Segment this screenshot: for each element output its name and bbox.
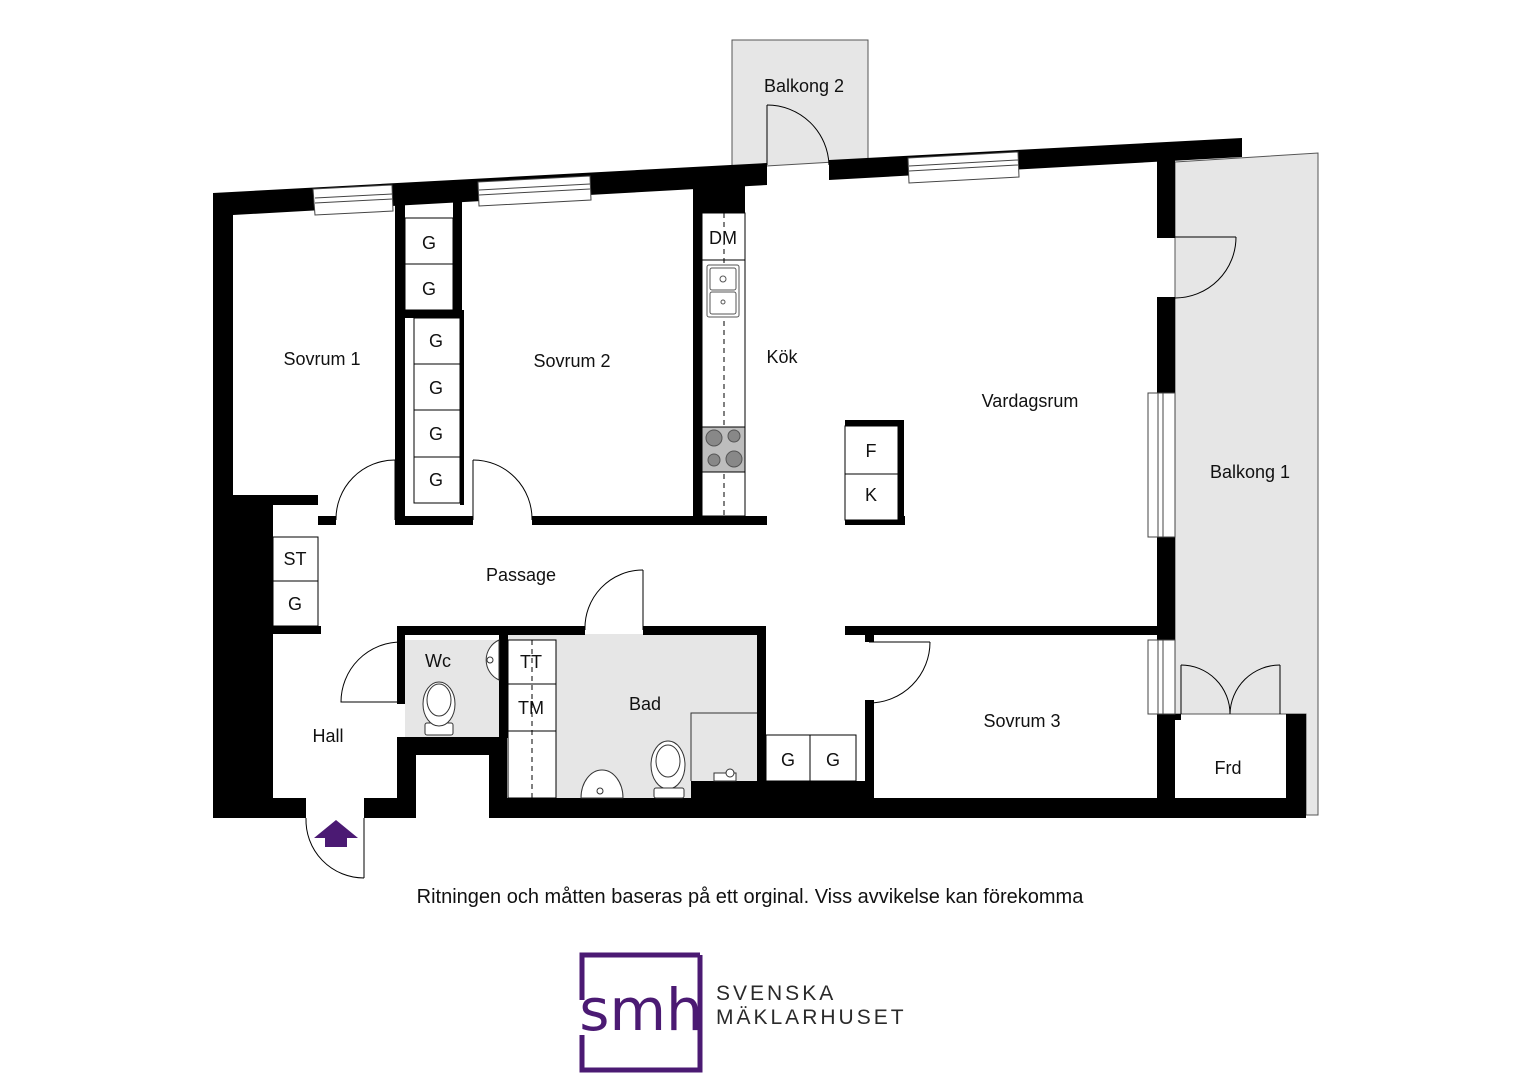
wall-wc-bath xyxy=(499,626,508,738)
closet-label: G xyxy=(422,233,436,253)
dryer-label: TT xyxy=(520,652,542,672)
disclaimer-text: Ritningen och måtten baseras på ett orgi… xyxy=(416,886,1084,908)
wall-closet-divider xyxy=(405,310,462,318)
outer-wall-storage-right xyxy=(1286,714,1306,818)
washer-label: TM xyxy=(518,698,544,718)
storage-label: ST xyxy=(283,549,306,569)
bath-toilet-icon xyxy=(650,740,686,799)
room-label-sovrum3: Sovrum 3 xyxy=(983,711,1060,731)
fridge-label: K xyxy=(865,485,877,505)
room-label-balkong1: Balkong 1 xyxy=(1210,462,1290,482)
fridge-freezer xyxy=(844,425,899,521)
closet-passage xyxy=(765,734,857,782)
door-sovrum3 xyxy=(868,641,931,704)
door-sovrum1 xyxy=(335,459,396,521)
wall-sovrum3-top xyxy=(845,626,1157,635)
logo-mark-text: smh xyxy=(579,976,702,1044)
window-sovrum3 xyxy=(1147,639,1176,715)
outer-wall-right-mid xyxy=(1157,297,1175,393)
closet-hall xyxy=(272,536,319,627)
wall-passage-top-1b xyxy=(318,516,336,525)
bath-washbasin-icon xyxy=(580,769,624,799)
shower-area xyxy=(690,712,757,782)
logo-wordmark: SVENSKA MÄKLARHUSET xyxy=(716,982,907,1030)
closet-label: G xyxy=(429,470,443,490)
wall-island-top xyxy=(845,420,904,426)
window-sovrum1 xyxy=(312,184,394,216)
door-entrance xyxy=(305,817,365,879)
wall-bath-top xyxy=(643,626,766,635)
room-label-wc: Wc xyxy=(425,651,451,671)
outer-wall-notch-top xyxy=(397,737,507,755)
outer-wall-left-hall xyxy=(233,495,273,818)
door-sovrum2 xyxy=(472,459,533,521)
wall-closet-sovrum2 xyxy=(453,200,462,310)
wall-passage-top-1 xyxy=(233,495,318,505)
outer-wall-notch-left xyxy=(397,737,416,818)
outer-wall-left xyxy=(213,193,233,818)
wall-closet-bottom xyxy=(766,781,874,799)
closet-sovrum1 xyxy=(404,217,454,311)
wall-sovrum3-left xyxy=(865,700,874,800)
door-balkong1 xyxy=(1174,236,1237,299)
door-frd xyxy=(1180,664,1281,715)
wall-sovrum1-closet xyxy=(395,200,405,525)
room-label-bad: Bad xyxy=(629,694,661,714)
room-label-kok: Kök xyxy=(766,347,798,367)
room-label-sovrum2: Sovrum 2 xyxy=(533,351,610,371)
closet-label: G xyxy=(422,279,436,299)
outer-wall-right-upper xyxy=(1157,160,1175,238)
washbasin-icon xyxy=(485,639,500,681)
stove-icon xyxy=(701,426,746,473)
room-label-frd: Frd xyxy=(1215,758,1242,778)
closet-label: G xyxy=(429,331,443,351)
closet-label: G xyxy=(429,424,443,444)
outer-wall-right-low xyxy=(1157,537,1175,640)
closet-label: G xyxy=(826,750,840,770)
laundry-column xyxy=(507,639,557,799)
wall-passage-top-2 xyxy=(395,516,473,525)
outer-wall-notch-right xyxy=(489,737,507,818)
window-vardagsrum-side xyxy=(1147,392,1176,538)
wall-kitchen-bedroom2 xyxy=(693,185,702,525)
closet-label: G xyxy=(429,378,443,398)
outer-wall-storage-top xyxy=(1175,714,1181,720)
window-sovrum2 xyxy=(477,175,592,207)
room-label-balkong2: Balkong 2 xyxy=(764,76,844,96)
wall-sovrum3-left-top xyxy=(865,626,874,642)
wall-island xyxy=(898,420,904,525)
logo-mark: smh xyxy=(579,952,703,1073)
dishwasher-label: DM xyxy=(709,228,737,248)
wall-closet-right xyxy=(460,310,464,505)
logo-line-1: SVENSKA xyxy=(716,982,837,1005)
balcony-2-area xyxy=(731,39,869,169)
wall-passage-top-3 xyxy=(532,516,767,525)
toilet-icon xyxy=(422,681,456,736)
room-label-sovrum1: Sovrum 1 xyxy=(283,349,360,369)
closet-sovrum2 xyxy=(413,317,461,504)
outer-wall-bottom xyxy=(489,798,1306,818)
door-wc xyxy=(340,641,402,703)
wall-bath-bottom-inner xyxy=(691,781,766,799)
logo-line-2: MÄKLARHUSET xyxy=(716,1006,907,1029)
outer-wall-right-bottom xyxy=(1157,714,1175,818)
wc-area xyxy=(405,640,500,737)
freezer-label: F xyxy=(866,441,877,461)
window-vardagsrum-top xyxy=(907,151,1020,184)
entrance-arrow-icon xyxy=(314,820,358,847)
closet-label: G xyxy=(781,750,795,770)
outer-wall-bottom-hall-left xyxy=(213,798,306,818)
room-label-vardagsrum: Vardagsrum xyxy=(982,391,1079,411)
wall-kitchen-top-block xyxy=(693,185,745,213)
door-balkong2 xyxy=(766,104,830,166)
room-label-passage: Passage xyxy=(486,565,556,585)
wall-wc-top xyxy=(397,626,585,635)
wall-hall-top xyxy=(273,626,321,634)
closet-label: G xyxy=(288,594,302,614)
wall-bath-right xyxy=(757,626,766,816)
room-label-hall: Hall xyxy=(312,726,343,746)
sink-icon xyxy=(706,264,740,318)
door-bad xyxy=(584,569,644,631)
